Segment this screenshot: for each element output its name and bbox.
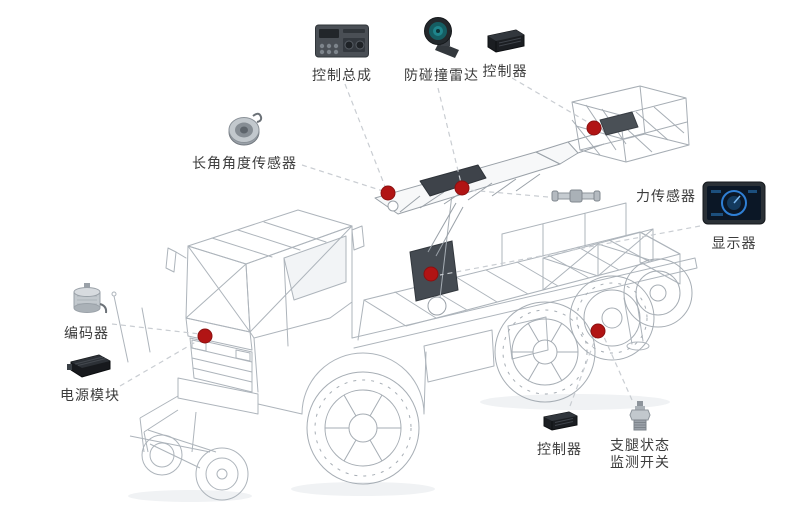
callout-outrigger-switch: 支腿状态 监测开关 xyxy=(610,400,670,471)
connector-force-sensor xyxy=(467,189,549,198)
truck-cab xyxy=(111,209,427,415)
callout-label-outrigger-switch: 支腿状态 监测开关 xyxy=(610,437,670,471)
callout-label-anti-collision-radar: 防碰撞雷达 xyxy=(404,67,479,83)
callout-label-encoder: 编码器 xyxy=(64,325,109,341)
connector-anti-collision-radar xyxy=(437,87,462,184)
display-image xyxy=(702,180,766,228)
sensor-markers xyxy=(197,120,606,344)
connector-outrigger-switch xyxy=(603,336,633,401)
angle-sensor-image xyxy=(225,110,265,148)
callout-anti-collision-radar: 防碰撞雷达 xyxy=(404,16,479,85)
anti-collision-radar-image xyxy=(419,16,465,60)
connector-boom-angle-sensor xyxy=(301,164,384,192)
callout-label-display: 显示器 xyxy=(711,235,757,251)
front-attachment xyxy=(129,395,249,501)
sensor-marker xyxy=(380,185,396,201)
connector-control-assembly xyxy=(344,83,387,190)
encoder-image xyxy=(65,282,109,318)
connector-controller-top xyxy=(511,77,592,125)
connector-encoder xyxy=(111,323,201,335)
callout-control-assembly: 控制总成 xyxy=(312,22,372,85)
force-sensor-image xyxy=(550,186,602,206)
callout-boom-angle-sensor: 长角角度传感器 xyxy=(192,110,297,173)
callout-label-force-sensor: 力传感器 xyxy=(636,188,696,204)
connector-display xyxy=(439,225,701,276)
callout-label-power-module: 电源模块 xyxy=(60,387,120,403)
callout-label-controller-top: 控制器 xyxy=(482,63,528,79)
sensor-marker xyxy=(454,180,470,196)
outrigger-switch-label-line1: 支腿状态 xyxy=(610,437,670,453)
callout-label-controller-bottom: 控制器 xyxy=(537,441,582,457)
callout-label-boom-angle-sensor: 长角角度传感器 xyxy=(192,155,297,171)
ground-shadows xyxy=(128,394,670,502)
sensor-marker xyxy=(423,266,439,282)
callout-display: 显示器 xyxy=(702,180,766,253)
callout-controller-bottom: 控制器 xyxy=(537,408,582,459)
controller-image xyxy=(482,26,528,56)
connector-power-module xyxy=(119,339,200,387)
callout-controller-top: 控制器 xyxy=(482,26,528,81)
outrigger-switch-label-line2: 监测开关 xyxy=(610,454,670,470)
control-assembly-image xyxy=(314,22,370,60)
callout-label-control-assembly: 控制总成 xyxy=(312,67,372,83)
callout-force-sensor: 力传感器 xyxy=(550,186,696,206)
platform-basket xyxy=(571,85,690,163)
callout-encoder: 编码器 xyxy=(64,282,109,343)
truck-wheels xyxy=(306,258,693,485)
connector-lines xyxy=(111,77,701,407)
connector-controller-bottom xyxy=(569,336,597,407)
outrigger-switch-image xyxy=(626,400,654,432)
sensor-marker xyxy=(197,328,213,344)
controller-image xyxy=(539,408,581,434)
sensor-marker xyxy=(586,120,602,136)
sensor-marker xyxy=(590,323,606,339)
power-module-image xyxy=(67,352,113,380)
callout-power-module: 电源模块 xyxy=(60,352,120,405)
